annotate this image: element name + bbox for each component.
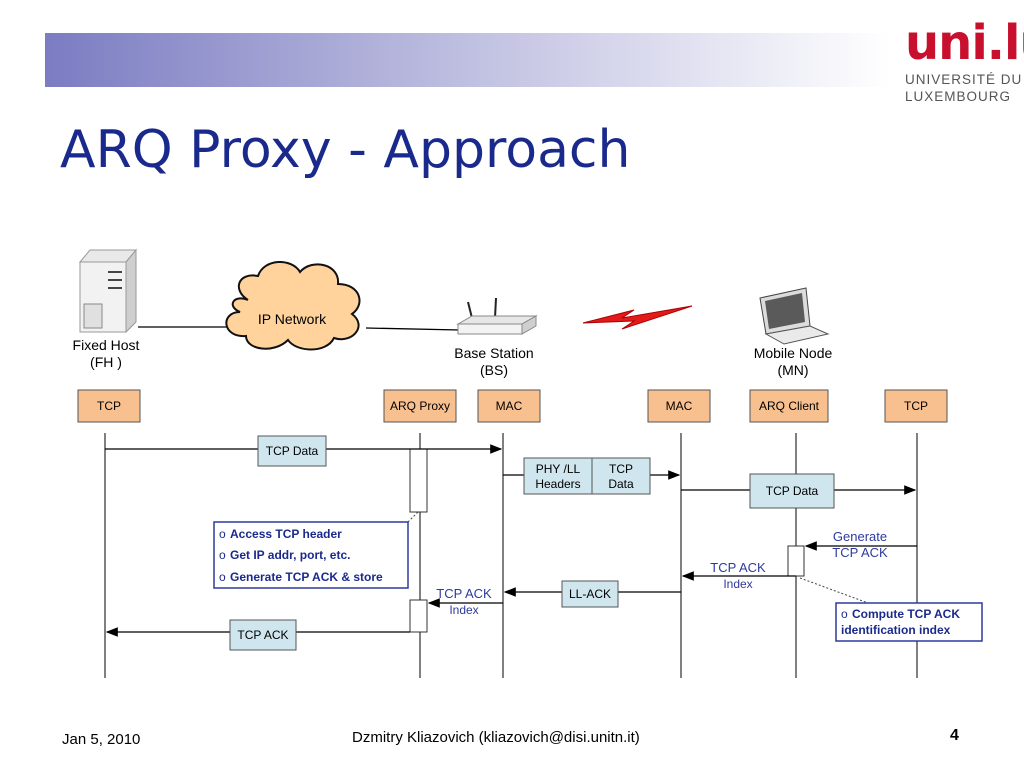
tcp-data-1-label: TCP Data	[266, 444, 319, 458]
mobile-node-label: Mobile Node	[754, 345, 833, 361]
phy-ll-headers-box	[523, 457, 593, 495]
fixed-host-label: Fixed Host	[73, 337, 140, 353]
layer-mac-mn-label: MAC	[666, 399, 693, 413]
client-note-line-1: Compute TCP ACK	[852, 607, 960, 621]
mobile-node-abbr: (MN)	[777, 362, 808, 378]
client-activation-box	[787, 545, 805, 577]
layer-tcp-mn-label: TCP	[904, 399, 928, 413]
phy-ll-label-2: Headers	[535, 477, 580, 491]
ll-ack-label: LL-ACK	[569, 587, 611, 601]
layer-box-arq-client	[749, 389, 829, 423]
client-note-connector	[799, 577, 869, 604]
slide-title: ARQ Proxy - Approach	[60, 120, 631, 180]
cloud-to-bs-link	[365, 327, 461, 331]
layer-box-tcp-fh	[77, 389, 141, 423]
generate-ack-label-1: Generate	[833, 529, 887, 544]
layer-box-mac-mn	[647, 389, 711, 423]
layer-arq-client-label: ARQ Client	[759, 399, 820, 413]
client-action-note	[835, 602, 983, 642]
ll-ack-box	[561, 580, 619, 608]
proxy-ack-activation-box	[409, 599, 428, 633]
ip-network-label: IP Network	[258, 311, 327, 327]
page-number: 4	[950, 727, 959, 744]
proxy-activation-box	[409, 448, 428, 513]
proxy-note-connector	[407, 511, 419, 523]
client-note-line-2: identification index	[841, 623, 951, 637]
logo-line-2: LUXEMBOURG	[905, 89, 1012, 104]
proxy-note-bullet-2: o	[219, 548, 226, 562]
layer-arq-proxy-label: ARQ Proxy	[390, 399, 450, 413]
base-station-label: Base Station	[454, 345, 533, 361]
cloud-icon	[225, 261, 361, 351]
ack-index-bs-label-1: TCP ACK	[436, 586, 492, 601]
phy-ll-label-1: PHY /LL	[536, 462, 581, 476]
header-bar	[45, 33, 890, 87]
proxy-actions-note	[213, 521, 409, 589]
wireless-lightning-icon	[582, 305, 693, 330]
tcp-ack-box	[229, 619, 297, 651]
router-icon	[456, 297, 538, 335]
base-station-abbr: (BS)	[480, 362, 508, 378]
server-icon	[78, 248, 138, 334]
layer-tcp-fh-label: TCP	[97, 399, 121, 413]
proxy-note-item-2: Get IP addr, port, etc.	[230, 548, 350, 562]
ack-index-bs-label-2: Index	[449, 603, 478, 617]
proxy-note-bullet-3: o	[219, 570, 226, 584]
laptop-icon	[759, 287, 830, 345]
footer-date: Jan 5, 2010	[62, 731, 141, 748]
university-logo: uni.lu	[905, 15, 1024, 71]
layer-box-mac-bs	[477, 389, 541, 423]
layer-mac-bs-label: MAC	[496, 399, 523, 413]
tcp-data-2-label-1: TCP	[609, 462, 633, 476]
generate-ack-label-2: TCP ACK	[832, 545, 888, 560]
ack-index-mn-label-1: TCP ACK	[710, 560, 766, 575]
footer-author: Dzmitry Kliazovich (kliazovich@disi.unit…	[352, 729, 640, 746]
tcp-ack-label: TCP ACK	[237, 628, 288, 642]
tcp-data-3-label: TCP Data	[766, 484, 819, 498]
fixed-host-abbr: (FH )	[90, 354, 122, 370]
proxy-note-item-1: Access TCP header	[230, 527, 342, 541]
proxy-note-item-3: Generate TCP ACK & store	[230, 570, 383, 584]
tcp-data-box-1	[257, 435, 327, 467]
layer-box-arq-proxy	[383, 389, 457, 423]
layer-box-tcp-mn	[884, 389, 948, 423]
tcp-data-box-2	[591, 457, 651, 495]
proxy-note-bullet-1: o	[219, 527, 226, 541]
logo-line-1: UNIVERSITÉ DU	[905, 72, 1023, 87]
ack-index-mn-label-2: Index	[723, 577, 752, 591]
tcp-data-2-label-2: Data	[608, 477, 634, 491]
client-note-bullet: o	[841, 607, 848, 621]
tcp-data-box-3	[749, 473, 835, 509]
